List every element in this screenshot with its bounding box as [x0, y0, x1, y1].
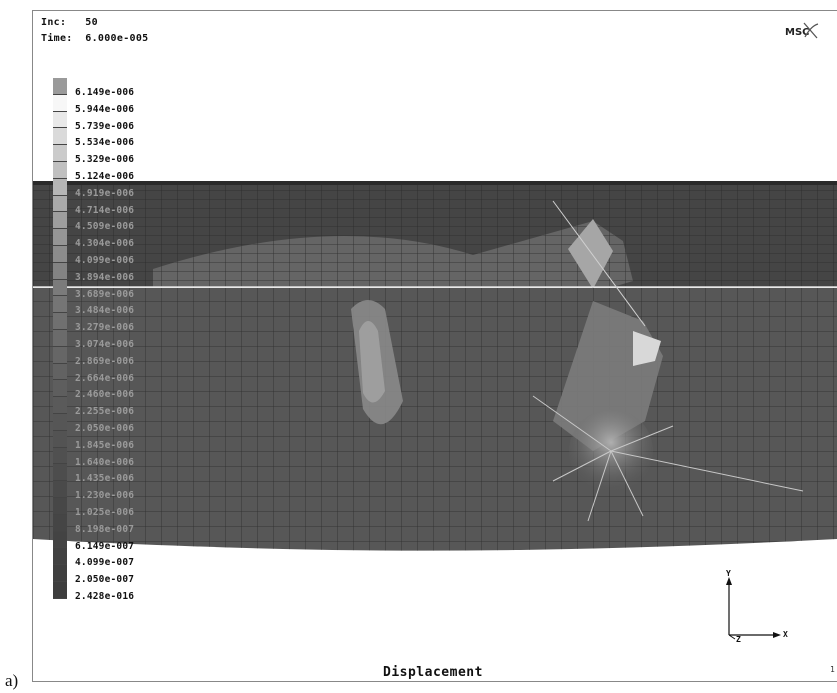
left-dent-highlight	[359, 321, 385, 403]
msc-logo: MSC	[785, 22, 819, 39]
legend-labels: 6.149e-006 5.944e-006 5.739e-006 5.534e-006…	[75, 85, 134, 606]
increment-readout: Inc: 50	[41, 17, 98, 28]
legend-color-cell	[53, 296, 67, 314]
legend-label: 5.534e-006	[75, 137, 135, 149]
legend-color-cell	[53, 363, 67, 381]
legend-color-cell	[53, 397, 67, 414]
legend-label: 2.050e-007	[75, 574, 135, 586]
logo-swoosh-icon	[803, 22, 819, 39]
legend-label: 6.149e-007	[75, 540, 135, 552]
logo-text: MSC	[785, 27, 810, 38]
legend-label: 2.255e-006	[75, 406, 135, 418]
legend-label: 4.099e-006	[75, 254, 135, 266]
legend-color-cell	[53, 581, 67, 599]
triad-x-label: X	[783, 630, 788, 639]
legend-color-cell	[53, 245, 67, 263]
legend-label: 3.074e-006	[75, 338, 135, 350]
legend-label: 1.435e-006	[75, 473, 135, 485]
legend-label: 5.944e-006	[75, 103, 135, 115]
legend-color-cell	[53, 514, 67, 532]
legend-label: 1.230e-006	[75, 490, 135, 502]
legend-color-cell	[53, 447, 67, 465]
legend-color-cell	[53, 565, 67, 582]
legend-label: 2.050e-006	[75, 422, 135, 434]
upper-bulge-grid	[153, 221, 633, 287]
legend-color-cell	[53, 145, 67, 162]
legend-label: 8.198e-007	[75, 523, 135, 535]
legend-color-cell	[53, 279, 67, 297]
deformed-mesh	[33, 181, 837, 551]
legend-color-cell	[53, 430, 67, 448]
legend-color-cell	[53, 413, 67, 431]
legend-color-bar	[53, 78, 67, 599]
legend-label: 1.025e-006	[75, 506, 135, 518]
legend-color-cell	[53, 161, 67, 179]
legend-color-cell	[53, 178, 67, 196]
legend-color-cell	[53, 262, 67, 280]
legend-label: 5.124e-006	[75, 170, 135, 182]
inc-value: 50	[85, 17, 98, 28]
upper-crack	[552, 200, 646, 327]
legend-label: 5.329e-006	[75, 154, 135, 166]
time-value: 6.000e-005	[85, 33, 149, 44]
radial-cracks	[532, 395, 804, 522]
plot-title: Displacement	[383, 665, 483, 680]
legend-color-cell	[53, 380, 67, 398]
legend-color-cell	[53, 111, 67, 129]
inc-label: Inc:	[41, 17, 67, 28]
legend-label: 2.664e-006	[75, 372, 135, 384]
legend-label: 4.304e-006	[75, 238, 135, 250]
plot-viewport[interactable]: Inc: 50 Time: 6.000e-005 MSC	[32, 10, 837, 682]
figure-label: a)	[5, 671, 19, 690]
axis-triad: Y X Z	[713, 567, 793, 651]
frame-number: 1	[830, 665, 835, 674]
legend-color-cell	[53, 548, 67, 566]
legend-color-cell	[53, 229, 67, 246]
crater-bright-facet	[633, 331, 661, 366]
lower-block-grid	[33, 288, 837, 551]
legend-label: 4.714e-006	[75, 204, 135, 216]
time-readout: Time: 6.000e-005	[41, 33, 148, 44]
legend-color-cell	[53, 481, 67, 498]
legend-label: 3.279e-006	[75, 322, 135, 334]
legend-color-cell	[53, 346, 67, 364]
legend-color-cell	[53, 497, 67, 515]
legend-label: 2.460e-006	[75, 389, 135, 401]
triad-y-label: Y	[726, 569, 731, 578]
legend-label: 2.428e-016	[75, 590, 135, 602]
legend-label: 4.099e-007	[75, 557, 135, 569]
legend-color-cell	[53, 78, 67, 95]
legend-label: 4.509e-006	[75, 221, 135, 233]
legend-color-cell	[53, 464, 67, 482]
legend-color-cell	[53, 94, 67, 112]
legend-label: 2.869e-006	[75, 355, 135, 367]
legend-color-cell	[53, 329, 67, 347]
legend-label: 6.149e-006	[75, 87, 135, 98]
legend-label: 1.845e-006	[75, 439, 135, 451]
legend-label: 3.894e-006	[75, 271, 135, 283]
legend-label: 3.484e-006	[75, 305, 135, 317]
upper-plate-edge	[33, 181, 837, 185]
legend-color-cell	[53, 212, 67, 230]
legend-label: 1.640e-006	[75, 456, 135, 468]
legend-color-cell	[53, 195, 67, 213]
legend-color-cell	[53, 313, 67, 330]
triad-z-label: Z	[736, 635, 741, 644]
legend-label: 5.739e-006	[75, 120, 135, 132]
legend-color-cell	[53, 531, 67, 549]
legend-color-cell	[53, 128, 67, 146]
legend-label: 3.689e-006	[75, 288, 135, 300]
axis-triad-arrows-icon	[726, 577, 781, 640]
time-label: Time:	[41, 33, 73, 44]
legend-label: 4.919e-006	[75, 187, 135, 199]
